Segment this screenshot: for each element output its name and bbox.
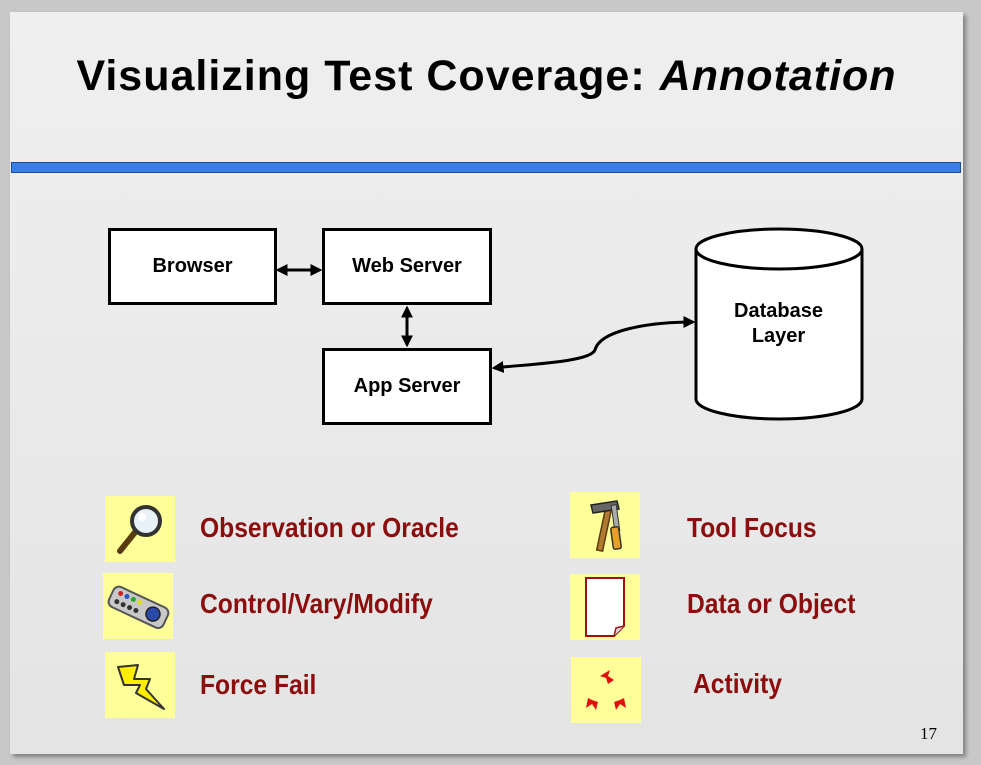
app-server-box: App Server bbox=[322, 348, 492, 425]
slide: Visualizing Test Coverage: Annotation Bro… bbox=[10, 12, 963, 754]
legend-activity-label: Activity bbox=[693, 668, 783, 699]
database-cylinder bbox=[694, 227, 864, 421]
database-label-line2: Layer bbox=[751, 325, 806, 347]
diagram-connectors bbox=[275, 227, 864, 421]
lightning-icon bbox=[105, 652, 175, 718]
app-server-label: App Server bbox=[353, 375, 461, 397]
legend-force-fail-label: Force Fail bbox=[200, 669, 317, 700]
document-icon bbox=[570, 574, 640, 640]
title-main: Visualizing Test Coverage: bbox=[76, 52, 646, 100]
legend-control-label: Control/Vary/Modify bbox=[200, 588, 433, 619]
cycle-arrows-icon bbox=[571, 657, 641, 723]
hammer-screwdriver-icon bbox=[570, 492, 640, 558]
remote-control-icon bbox=[103, 573, 173, 639]
database-label-line1: Database bbox=[734, 300, 823, 322]
legend-data-object-label: Data or Object bbox=[687, 588, 856, 619]
database-label: Database Layer bbox=[695, 299, 862, 349]
browser-box: Browser bbox=[108, 228, 277, 305]
page-number: 17 bbox=[920, 724, 937, 743]
magnifier-icon bbox=[105, 496, 175, 562]
browser-label: Browser bbox=[152, 255, 233, 277]
title-sub: Annotation bbox=[659, 52, 897, 100]
title-divider-bar bbox=[11, 162, 961, 173]
web-server-box: Web Server bbox=[322, 228, 492, 305]
web-server-label: Web Server bbox=[352, 255, 462, 277]
arrow-appserver-database bbox=[491, 316, 696, 373]
legend-observation-label: Observation or Oracle bbox=[200, 512, 459, 543]
legend-tool-focus-label: Tool Focus bbox=[687, 512, 817, 543]
slide-title: Visualizing Test Coverage: Annotation bbox=[10, 52, 963, 101]
